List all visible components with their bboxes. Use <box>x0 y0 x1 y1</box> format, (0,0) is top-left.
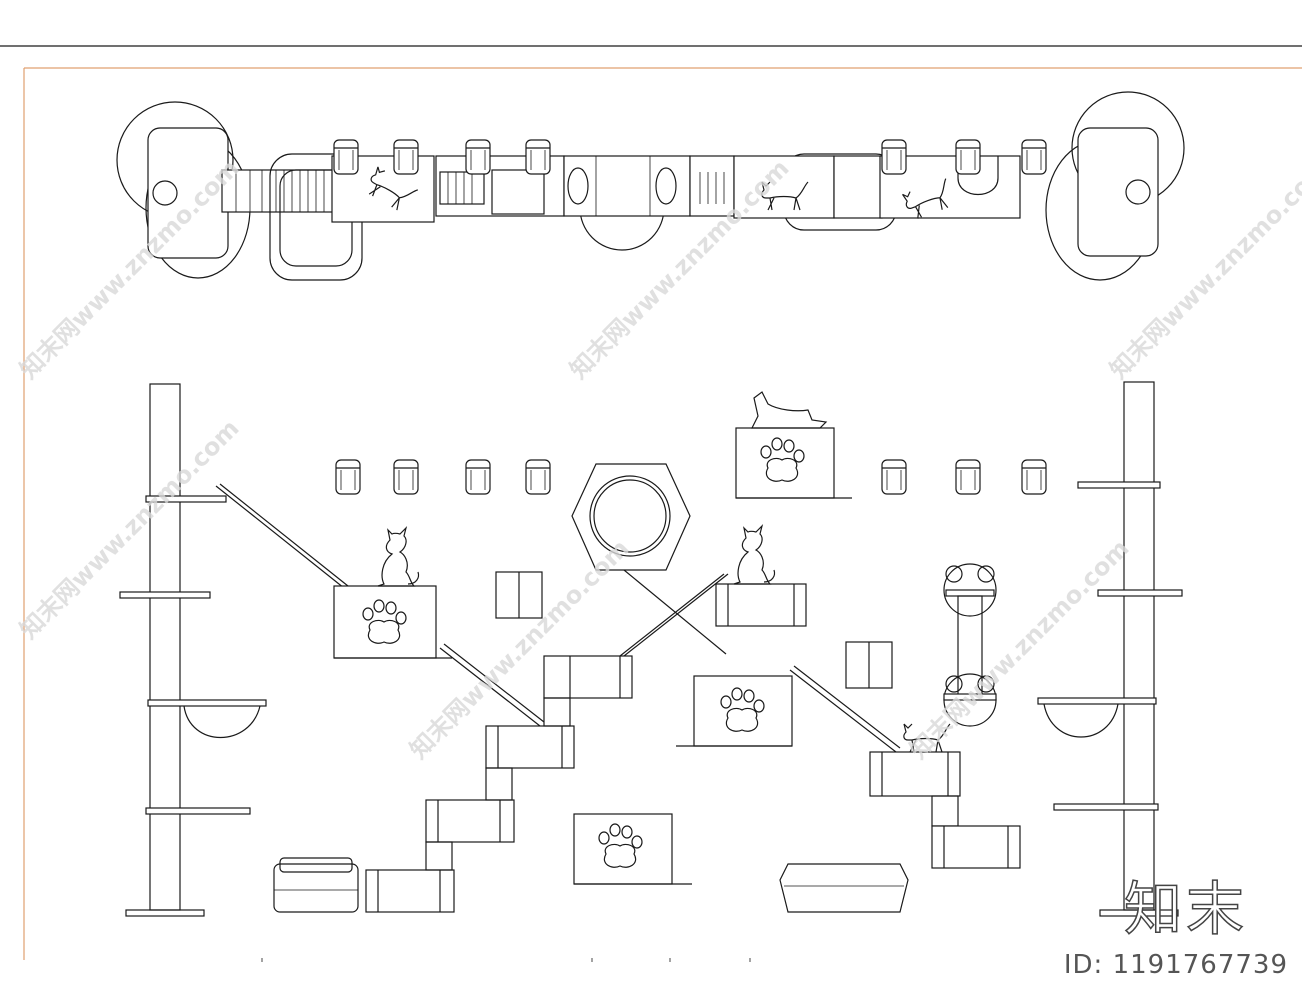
watermark-logo: 知末 <box>1123 874 1248 944</box>
plan-view <box>116 91 1185 281</box>
elevation-view <box>119 381 1183 917</box>
image-id-label: ID: 1191767739 <box>1063 950 1288 980</box>
